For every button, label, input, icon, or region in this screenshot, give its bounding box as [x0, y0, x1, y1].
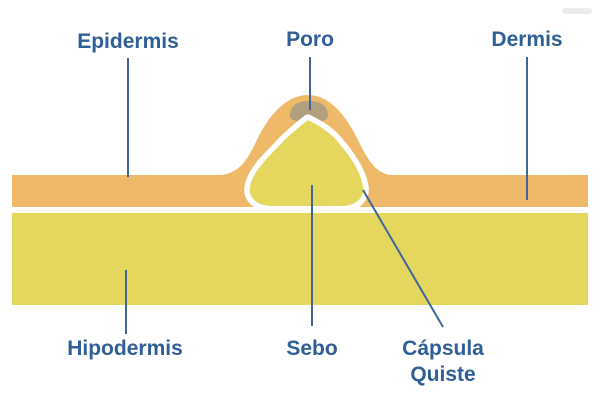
capsula-label-line1: Cápsula	[402, 337, 484, 360]
sebo-label: Sebo	[286, 337, 338, 360]
capsula-quiste-label: Cápsula Quiste	[402, 336, 484, 388]
sebum-blob	[249, 120, 364, 206]
capsula-leader-line	[362, 189, 444, 328]
pore-opening	[290, 101, 328, 122]
leader-lines	[125, 57, 528, 334]
watermark-remnant	[562, 8, 592, 14]
capsula-label-line2: Quiste	[410, 363, 476, 386]
poro-label: Poro	[286, 28, 334, 51]
hipodermis-label: Hipodermis	[67, 337, 183, 360]
dermis-label: Dermis	[491, 28, 563, 51]
hipodermis-layer	[12, 213, 588, 305]
epidermis-label: Epidermis	[77, 30, 179, 53]
